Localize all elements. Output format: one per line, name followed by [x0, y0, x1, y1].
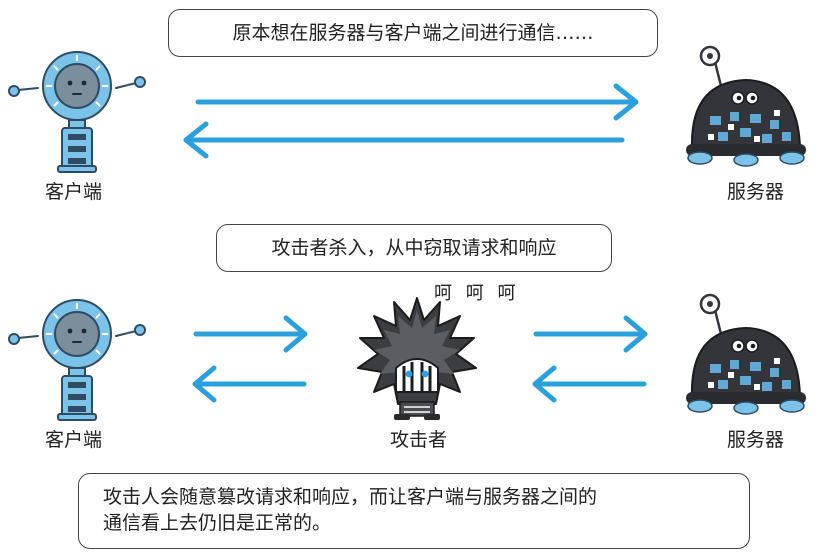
server-robot-icon: [686, 293, 806, 415]
server-robot-icon: [686, 45, 806, 167]
client-label: 客户端: [45, 429, 103, 451]
arrow-attacker-to-client: [192, 365, 307, 403]
attacker-server-arrows: [532, 315, 648, 403]
arrow-server-to-attacker: [532, 365, 647, 403]
attacker-icon: [357, 297, 477, 420]
arrow-client-to-attacker: [193, 315, 308, 353]
server-label: 服务器: [727, 429, 785, 451]
top-arrows: [183, 83, 639, 159]
laugh-text: 呵 呵 呵: [434, 283, 520, 304]
top-speech-bubble: 原本想在服务器与客户端之间进行通信……: [168, 9, 658, 57]
bottom-bubble-line-2: 通信看上去仍旧是正常的。: [103, 512, 332, 534]
arrow-attacker-to-server: [533, 315, 648, 353]
server-label: 服务器: [727, 181, 785, 203]
arrow-server-to-client: [183, 121, 625, 159]
middle-bubble-text: 攻击者杀入，从中窃取请求和响应: [271, 237, 557, 259]
client-label: 客户端: [45, 181, 103, 203]
arrow-client-to-server: [195, 83, 639, 121]
attacker-label: 攻击者: [390, 429, 448, 451]
middle-speech-bubble: 攻击者杀入，从中窃取请求和响应: [216, 224, 612, 272]
client-robot-icon: [8, 299, 146, 421]
top-bubble-text: 原本想在服务器与客户端之间进行通信……: [232, 22, 594, 44]
client-attacker-arrows: [192, 315, 308, 403]
client-robot-icon: [8, 51, 146, 173]
bottom-bubble-line-1: 攻击人会随意篡改请求和响应，而让客户端与服务器之间的: [103, 486, 598, 508]
bottom-speech-bubble: 攻击人会随意篡改请求和响应，而让客户端与服务器之间的 通信看上去仍旧是正常的。: [78, 473, 750, 549]
